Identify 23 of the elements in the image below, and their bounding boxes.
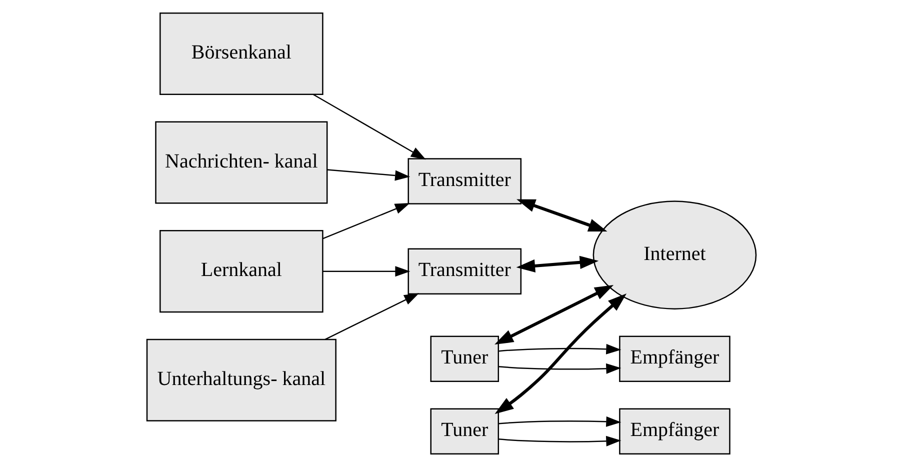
arrow bbox=[498, 416, 622, 427]
node-box: Empfänger bbox=[619, 408, 730, 455]
arrow bbox=[324, 293, 420, 340]
arrow bbox=[327, 169, 410, 181]
arrow bbox=[322, 266, 410, 277]
node-box: Unterhaltungs- kanal bbox=[146, 338, 336, 422]
node-box: Transmitter bbox=[408, 158, 522, 204]
node-box: Tuner bbox=[430, 336, 500, 382]
arrow bbox=[313, 94, 426, 160]
node-box: Transmitter bbox=[408, 248, 522, 294]
arrow bbox=[494, 294, 627, 414]
node-box: Empfänger bbox=[619, 336, 730, 382]
node-box: Lernkanal bbox=[160, 230, 324, 313]
arrow bbox=[494, 285, 614, 345]
arrow bbox=[498, 344, 622, 354]
arrow bbox=[498, 363, 622, 374]
arrow bbox=[516, 199, 608, 232]
arrow bbox=[322, 203, 410, 240]
arrow bbox=[516, 256, 599, 272]
node-box: Nachrichten- kanal bbox=[155, 121, 328, 204]
node-box: Börsenkanal bbox=[160, 12, 324, 95]
node-box: Tuner bbox=[430, 408, 500, 455]
arrow bbox=[498, 436, 622, 446]
